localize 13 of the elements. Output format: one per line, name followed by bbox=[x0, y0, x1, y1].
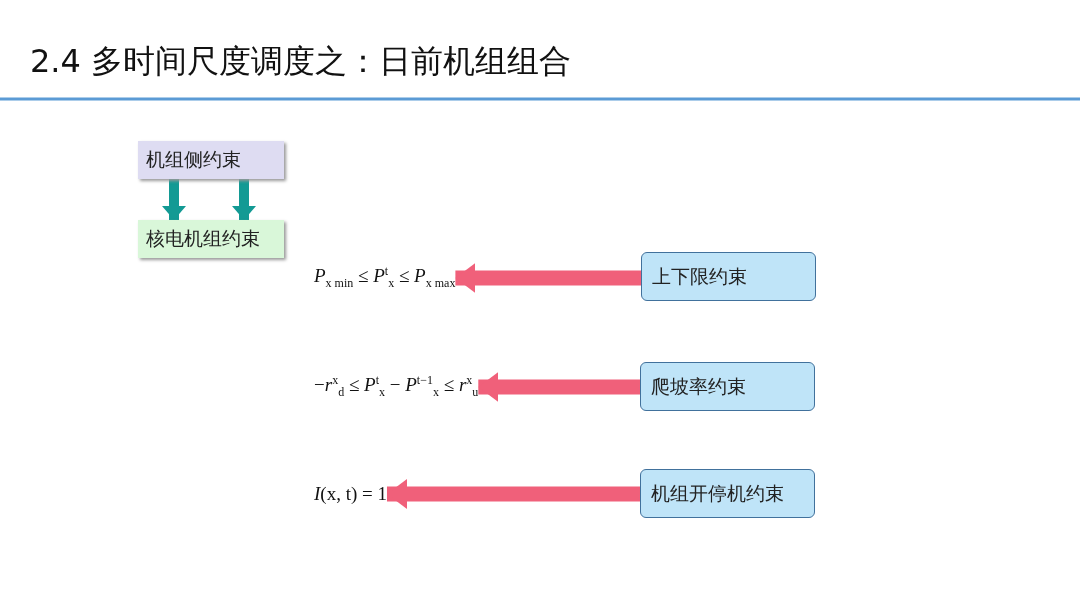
arrow bbox=[387, 479, 640, 509]
constraint-box: 爬坡率约束 bbox=[640, 362, 815, 411]
formula: P$_{x min}$ ≤ P$^{t}$$_{x}$ ≤ P$_{x max}$ bbox=[314, 258, 456, 298]
constraint-box: 上下限约束 bbox=[641, 252, 816, 301]
arrow bbox=[162, 179, 186, 220]
slide-title: 2.4 多时间尺度调度之：日前机组组合 bbox=[30, 41, 572, 82]
arrow bbox=[232, 179, 256, 220]
constraint-box: 核电机组约束 bbox=[138, 220, 284, 258]
formula: I(x, t) = 1 bbox=[314, 474, 387, 514]
constraint-box: 机组侧约束 bbox=[138, 141, 284, 179]
arrow bbox=[478, 372, 640, 402]
arrow bbox=[455, 263, 641, 293]
constraint-box: 机组开停机约束 bbox=[640, 469, 815, 518]
